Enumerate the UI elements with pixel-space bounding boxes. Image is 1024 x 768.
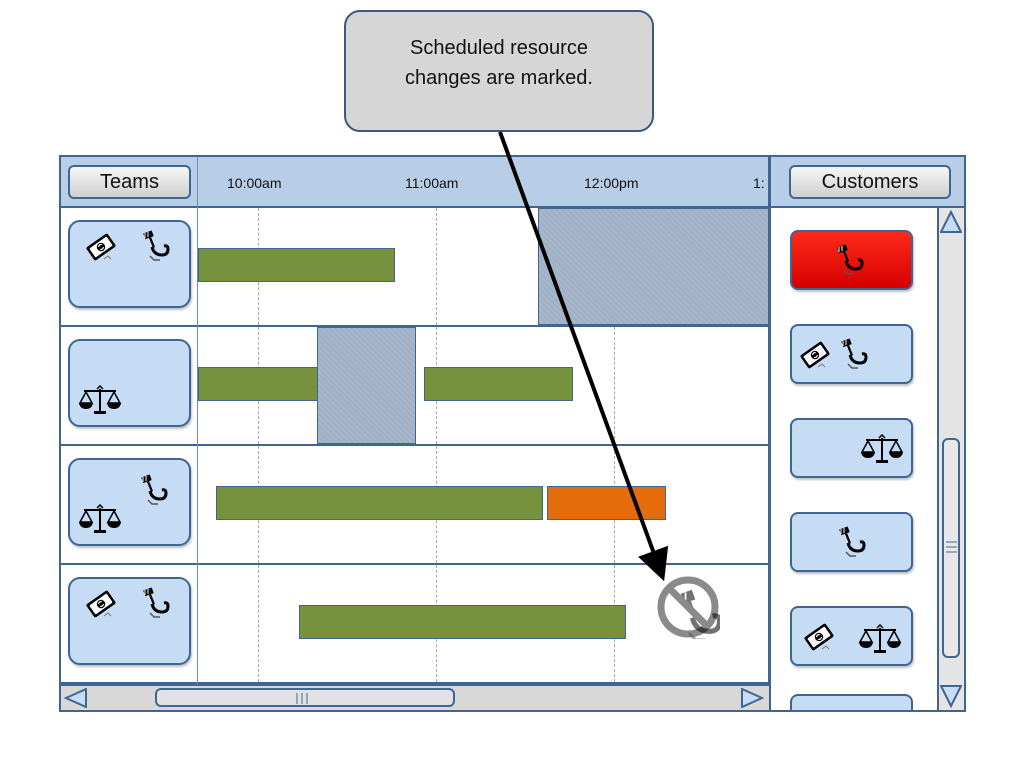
scroll-down-arrow-icon[interactable] [940,684,962,708]
task-bar[interactable] [299,605,626,639]
task-bar-alert[interactable] [547,486,666,520]
task-bar[interactable] [198,367,318,401]
scales-icon [858,624,902,654]
horizontal-scrollbar[interactable] [61,684,769,710]
money-icon [798,338,832,372]
grip-icon [296,693,308,704]
money-icon [84,587,118,621]
callout-tooltip: Scheduled resource changes are marked. [344,10,654,132]
time-label: 11:00am [405,175,459,191]
customer-tile[interactable] [790,324,913,384]
time-label: 10:00am [227,175,282,191]
customer-tile-urgent[interactable] [790,230,913,290]
scroll-right-arrow-icon[interactable] [740,688,764,708]
team-tile[interactable] [68,458,191,546]
task-bar[interactable] [424,367,573,401]
team-row [61,327,769,446]
horizontal-scroll-thumb[interactable] [155,688,455,707]
money-icon [84,230,118,264]
vacuum-icon [834,244,868,278]
team-column-divider [197,157,198,710]
time-label: 1: [753,175,765,191]
team-tile[interactable] [68,339,191,427]
customers-button[interactable]: Customers [789,165,951,199]
vertical-scroll-thumb[interactable] [942,438,960,658]
scheduler-frame: Teams 10:00am 11:00am 12:00pm 1: Custome… [59,155,966,712]
scales-icon [860,434,904,464]
vacuum-icon [140,230,174,264]
team-row [61,565,769,684]
grip-icon [946,541,957,553]
vacuum-icon [138,474,172,508]
hour-gridline [614,327,615,444]
team-tile[interactable] [68,220,191,308]
customers-panel-divider [768,157,771,710]
teams-button[interactable]: Teams [68,165,191,199]
scroll-left-arrow-icon[interactable] [64,688,88,708]
scales-icon [78,504,122,534]
customer-tile[interactable] [790,418,913,478]
team-tile[interactable] [68,577,191,665]
money-icon [802,620,836,654]
no-vacuum-icon[interactable] [656,575,720,639]
task-bar[interactable] [216,486,543,520]
customer-tile[interactable] [790,606,913,666]
scales-icon [78,385,122,415]
hour-gridline [258,565,259,682]
team-row [61,446,769,565]
unavailable-block [317,327,416,444]
vacuum-icon [836,526,870,560]
customer-tile-partial[interactable] [790,694,913,710]
scroll-up-arrow-icon[interactable] [940,210,962,234]
unavailable-block [538,208,769,325]
callout-text: Scheduled resource changes are marked. [405,37,593,89]
task-bar[interactable] [198,248,395,282]
time-label: 12:00pm [584,175,639,191]
vacuum-icon [140,587,174,621]
vacuum-icon [838,338,872,372]
team-row [61,208,769,327]
customer-tile[interactable] [790,512,913,572]
hour-gridline [436,208,437,325]
vertical-scrollbar[interactable] [937,208,964,710]
